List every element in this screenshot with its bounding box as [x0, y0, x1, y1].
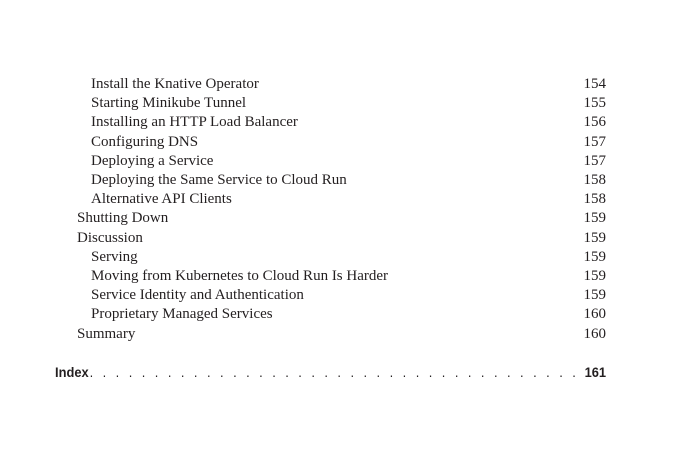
toc-entry-title: Moving from Kubernetes to Cloud Run Is H…	[91, 268, 389, 284]
toc-entry-title: Install the Knative Operator	[91, 76, 259, 92]
toc-entry-page: 159	[583, 210, 607, 227]
toc-entry[interactable]: Alternative API Clients 158	[0, 190, 606, 209]
toc-entry-title: Serving	[91, 248, 138, 265]
toc-entry-page: 158	[583, 191, 607, 208]
toc-entry-title: Configuring DNS	[91, 133, 199, 150]
toc-entry[interactable]: Deploying a Service 157	[0, 152, 606, 171]
toc-entry-index[interactable]: Index . . . . . . . . . . . . . . . . . …	[55, 362, 606, 382]
toc-entry[interactable]: Shutting Down 159	[0, 209, 606, 228]
toc-entry-title: Index	[55, 364, 89, 380]
toc-entry-title: Shutting Down	[77, 210, 169, 227]
toc-entry[interactable]: Service Identity and Authentication 159	[0, 286, 606, 305]
toc-entry-page: 159	[583, 229, 607, 246]
toc-entry-title: Summary	[77, 325, 136, 342]
toc-entry-page: 156	[583, 114, 607, 131]
dot-leader: . . . . . . . . . . . . . . . . . . . . …	[89, 364, 579, 380]
toc-entry-page: 158	[583, 172, 607, 188]
toc-entry-page: 155	[583, 95, 607, 112]
toc-entry-page: 154	[583, 76, 607, 92]
toc-entry-title: Starting Minikube Tunnel	[91, 95, 247, 112]
toc-entry[interactable]: Discussion 159	[0, 229, 606, 248]
toc-entry-title: Proprietary Managed Services	[91, 306, 273, 323]
toc-entry[interactable]: Proprietary Managed Services 160	[0, 305, 606, 324]
toc-entry-page: 157	[583, 152, 607, 169]
toc-entry-page: 159	[583, 248, 607, 265]
toc-entry-page: 160	[583, 306, 607, 323]
toc-entry-page: 159	[583, 287, 607, 304]
toc-entry-title: Alternative API Clients	[91, 191, 232, 208]
toc-entry[interactable]: Starting Minikube Tunnel 155	[0, 94, 606, 113]
toc-entry-title: Installing an HTTP Load Balancer	[91, 114, 298, 131]
toc-entry[interactable]: Install the Knative Operator 154	[0, 75, 606, 94]
toc-entry-title: Discussion	[77, 229, 143, 246]
toc-entry-title: Deploying a Service	[91, 152, 214, 169]
toc-entry-page: 161	[584, 364, 607, 380]
toc-entry[interactable]: Serving 159	[0, 248, 606, 267]
toc-entry[interactable]: Deploying the Same Service to Cloud Run 1…	[0, 171, 606, 190]
toc-entry[interactable]: Moving from Kubernetes to Cloud Run Is H…	[0, 267, 606, 286]
toc-entry-title: Service Identity and Authentication	[91, 287, 304, 304]
toc-entry-title: Deploying the Same Service to Cloud Run	[91, 172, 347, 188]
toc-entry[interactable]: Configuring DNS 157	[0, 133, 606, 152]
toc-entry-page: 160	[583, 325, 607, 342]
toc-entry[interactable]: Installing an HTTP Load Balancer 156	[0, 113, 606, 132]
toc-entry-page: 159	[583, 268, 607, 284]
toc-entry-page: 157	[583, 133, 607, 150]
toc-entry[interactable]: Summary 160	[0, 325, 606, 344]
